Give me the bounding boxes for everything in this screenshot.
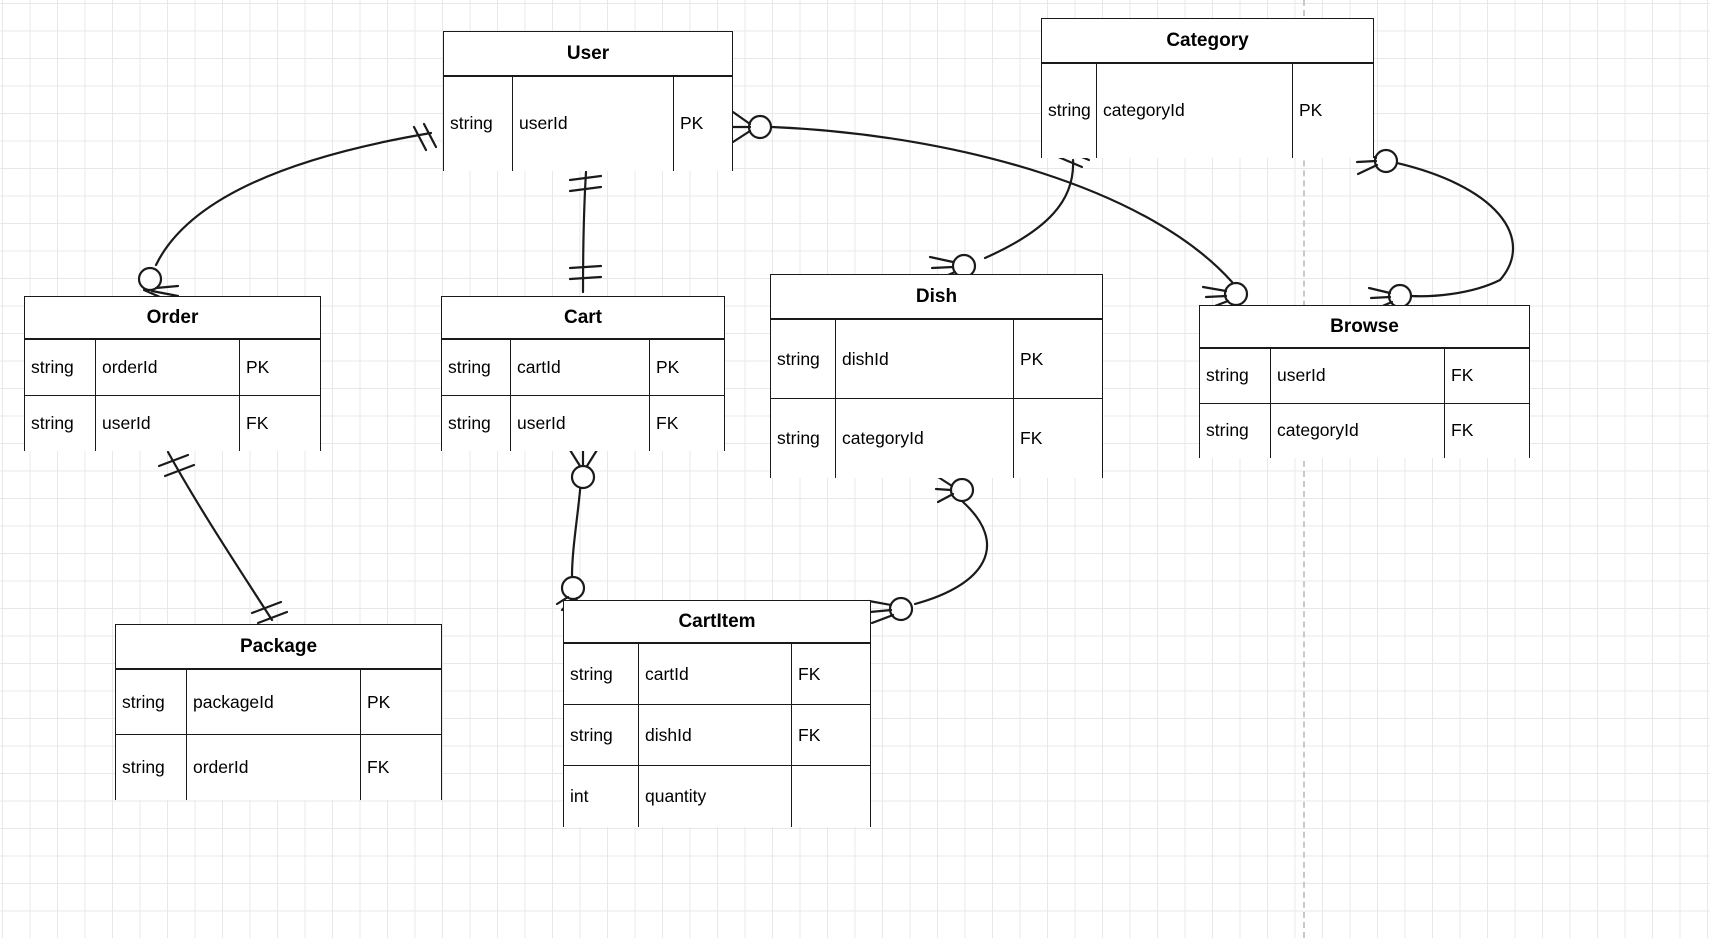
attribute-key: FK <box>1013 398 1102 478</box>
edge-category-dish[interactable] <box>928 147 1091 283</box>
attribute-name: userId <box>1270 348 1445 404</box>
attribute-name: orderId <box>186 734 361 800</box>
attribute-key: PK <box>1013 319 1102 399</box>
attribute-name: categoryId <box>1096 63 1293 158</box>
attribute-type: string <box>1200 402 1271 458</box>
attribute-type: string <box>116 669 187 735</box>
attribute-key: PK <box>1292 63 1373 158</box>
edge-cart-cartitem[interactable] <box>555 446 599 615</box>
attribute-name: categoryId <box>1270 402 1445 458</box>
edge-user-order[interactable] <box>137 122 438 307</box>
attribute-name: dishId <box>835 319 1014 399</box>
attribute-key: FK <box>239 394 320 451</box>
entity-title-cart: Cart <box>442 297 724 339</box>
edge-dish-cartitem[interactable] <box>867 473 989 625</box>
attribute-key: PK <box>673 76 732 171</box>
attribute-name: cartId <box>510 339 650 396</box>
attribute-key: PK <box>360 669 441 735</box>
edge-category-browse[interactable] <box>1354 146 1515 312</box>
entity-title-category: Category <box>1042 19 1373 63</box>
attribute-name: userId <box>512 76 674 171</box>
attribute-name: packageId <box>186 669 361 735</box>
entity-title-order: Order <box>25 297 320 339</box>
attribute-type: string <box>442 339 511 396</box>
attribute-key: FK <box>649 394 724 451</box>
attribute-key: FK <box>791 704 870 766</box>
attribute-key: PK <box>649 339 724 396</box>
attribute-type: string <box>116 734 187 800</box>
attribute-type: string <box>444 76 513 171</box>
attribute-type: string <box>771 398 836 478</box>
attribute-type: string <box>25 339 96 396</box>
entity-title-browse: Browse <box>1200 306 1529 348</box>
attribute-name: quantity <box>638 765 792 827</box>
attribute-type: int <box>564 765 639 827</box>
attribute-key: PK <box>239 339 320 396</box>
edge-user-cart[interactable] <box>568 170 603 294</box>
attribute-type: string <box>442 394 511 451</box>
attribute-key: FK <box>1444 402 1529 458</box>
attribute-name: userId <box>510 394 650 451</box>
attribute-key: FK <box>791 643 870 705</box>
attribute-type: string <box>771 319 836 399</box>
attribute-key: FK <box>1444 348 1529 404</box>
attribute-name: dishId <box>638 704 792 766</box>
entity-title-dish: Dish <box>771 275 1102 319</box>
edge-order-package[interactable] <box>157 450 289 625</box>
entity-title-user: User <box>444 32 732 76</box>
attribute-key: FK <box>360 734 441 800</box>
attribute-name: categoryId <box>835 398 1014 478</box>
attribute-key <box>791 765 870 827</box>
page-break-line <box>1303 0 1305 938</box>
attribute-type: string <box>564 704 639 766</box>
attribute-type: string <box>1042 63 1097 158</box>
attribute-name: userId <box>95 394 240 451</box>
attribute-type: string <box>25 394 96 451</box>
entity-title-package: Package <box>116 625 441 669</box>
attribute-type: string <box>564 643 639 705</box>
entity-title-cartitem: CartItem <box>564 601 870 643</box>
attribute-type: string <box>1200 348 1271 404</box>
attribute-name: cartId <box>638 643 792 705</box>
attribute-name: orderId <box>95 339 240 396</box>
